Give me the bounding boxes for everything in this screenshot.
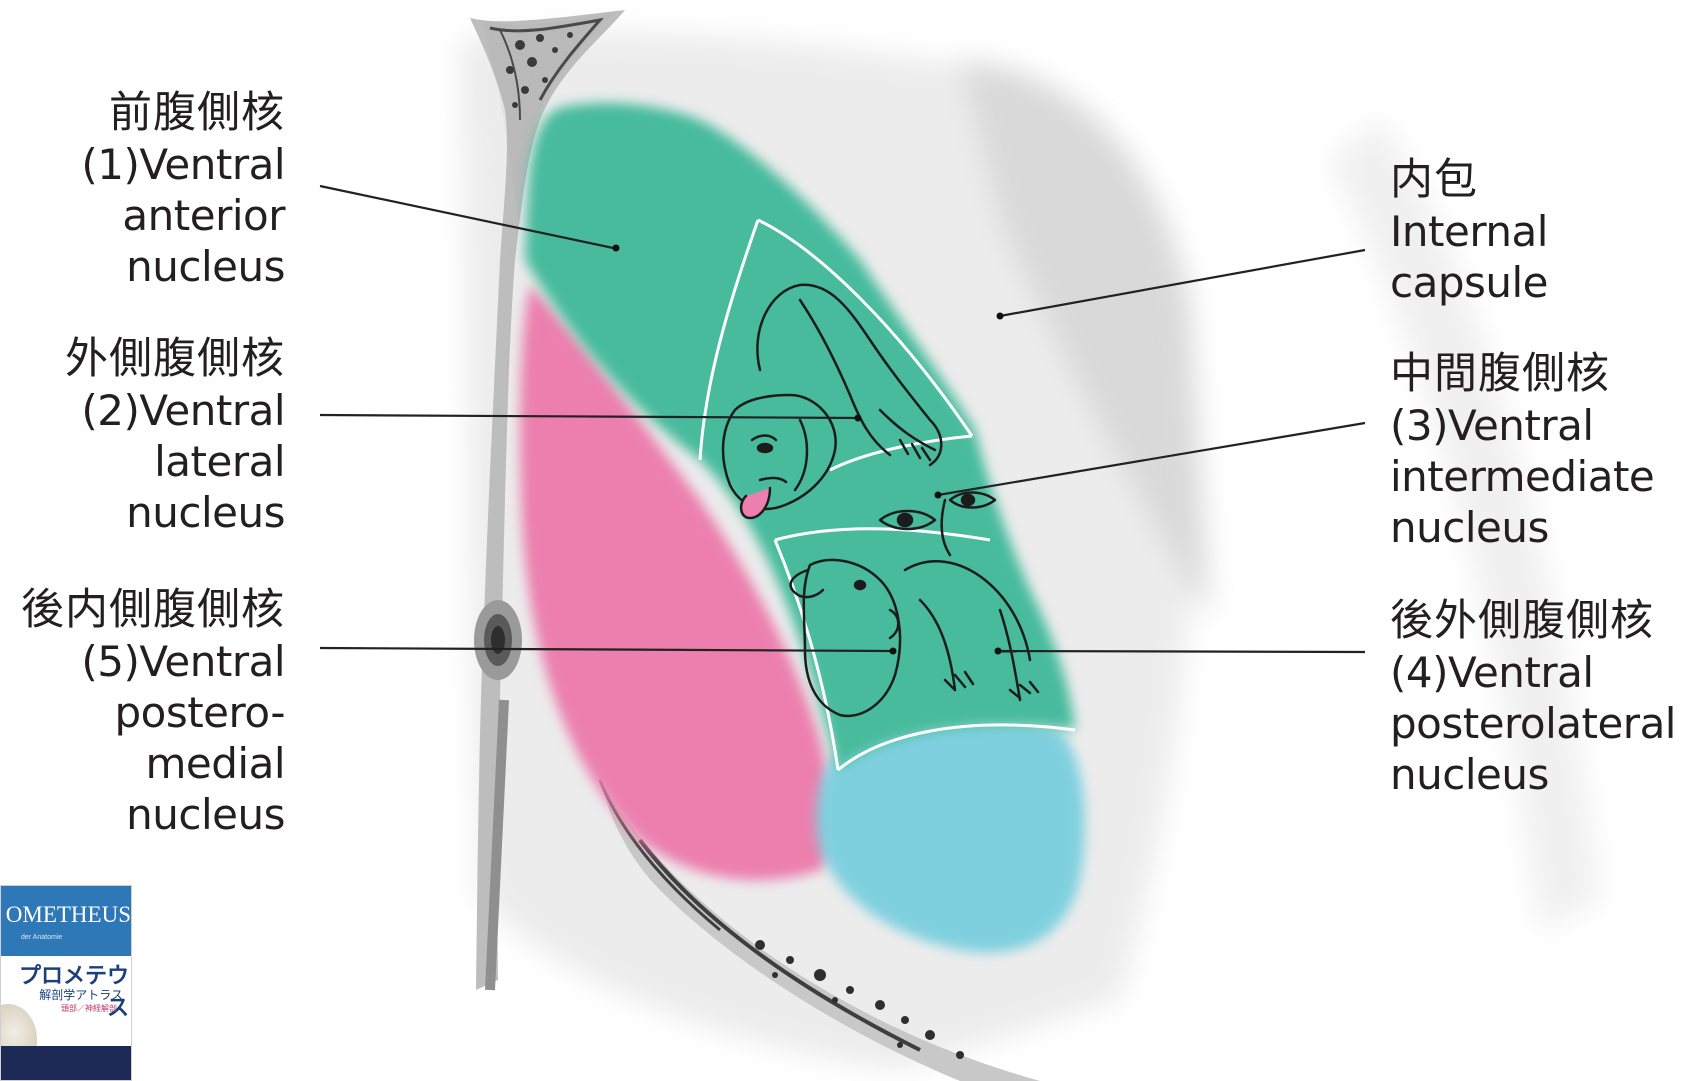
label-vpm-line4: nucleus <box>21 789 285 840</box>
label-vl-line3: nucleus <box>65 487 285 538</box>
label-va-line3: nucleus <box>81 241 285 292</box>
label-vim-line1: (3)Ventral <box>1390 400 1654 451</box>
label-vl-line2: lateral <box>65 436 285 487</box>
label-va-line1: (1)Ventral <box>81 139 285 190</box>
label-ventral-intermediate: 中間腹側核 (3)Ventral intermediate nucleus <box>1390 349 1654 553</box>
leader-dot-va <box>613 245 620 252</box>
label-ventral-posterolateral: 後外側腹側核 (4)Ventral posterolateral nucleus <box>1390 596 1676 800</box>
label-vim-line3: nucleus <box>1390 502 1654 553</box>
label-ic-jp: 内包 <box>1390 155 1548 206</box>
leader-dot-vim <box>935 492 942 499</box>
label-vpm-line1: (5)Ventral <box>21 636 285 687</box>
book-cover-title: OMETHEUS <box>1 902 131 928</box>
label-vim-jp: 中間腹側核 <box>1390 349 1654 400</box>
leader-dot-vpl <box>995 648 1002 655</box>
book-cover-thumbnail: OMETHEUS der Anatomie プロメテウス 解剖学アトラス 頭部／… <box>0 885 132 1081</box>
label-vpm-line2: postero- <box>21 687 285 738</box>
leader-dot-vl <box>855 415 862 422</box>
label-vpm-jp: 後内側腹側核 <box>21 585 285 636</box>
leader-dot-vpm <box>890 648 897 655</box>
label-va-jp: 前腹側核 <box>81 88 285 139</box>
label-vpl-line2: posterolateral <box>1390 698 1676 749</box>
label-ic-line2: capsule <box>1390 257 1548 308</box>
book-cover-subtitle: der Anatomie <box>21 934 62 941</box>
book-cover-bottom-band <box>1 1046 132 1081</box>
label-ventral-lateral: 外側腹側核 (2)Ventral lateral nucleus <box>65 334 285 538</box>
label-ic-line1: Internal <box>1390 206 1548 257</box>
label-vpm-line3: medial <box>21 738 285 789</box>
leader-dot-ic <box>997 313 1004 320</box>
label-vim-line2: intermediate <box>1390 451 1654 502</box>
leader-line-vpl <box>998 651 1365 652</box>
label-vl-jp: 外側腹側核 <box>65 334 285 385</box>
label-va-line2: anterior <box>81 190 285 241</box>
book-cover-jp-subtitle: 解剖学アトラス <box>1 986 123 1003</box>
label-ventral-posteromedial: 後内側腹側核 (5)Ventral postero- medial nucleu… <box>21 585 285 840</box>
label-vpl-jp: 後外側腹側核 <box>1390 596 1676 647</box>
label-vpl-line3: nucleus <box>1390 749 1676 800</box>
label-vl-line1: (2)Ventral <box>65 385 285 436</box>
label-internal-capsule: 内包 Internal capsule <box>1390 155 1548 308</box>
label-vpl-line1: (4)Ventral <box>1390 647 1676 698</box>
label-ventral-anterior: 前腹側核 (1)Ventral anterior nucleus <box>81 88 285 292</box>
